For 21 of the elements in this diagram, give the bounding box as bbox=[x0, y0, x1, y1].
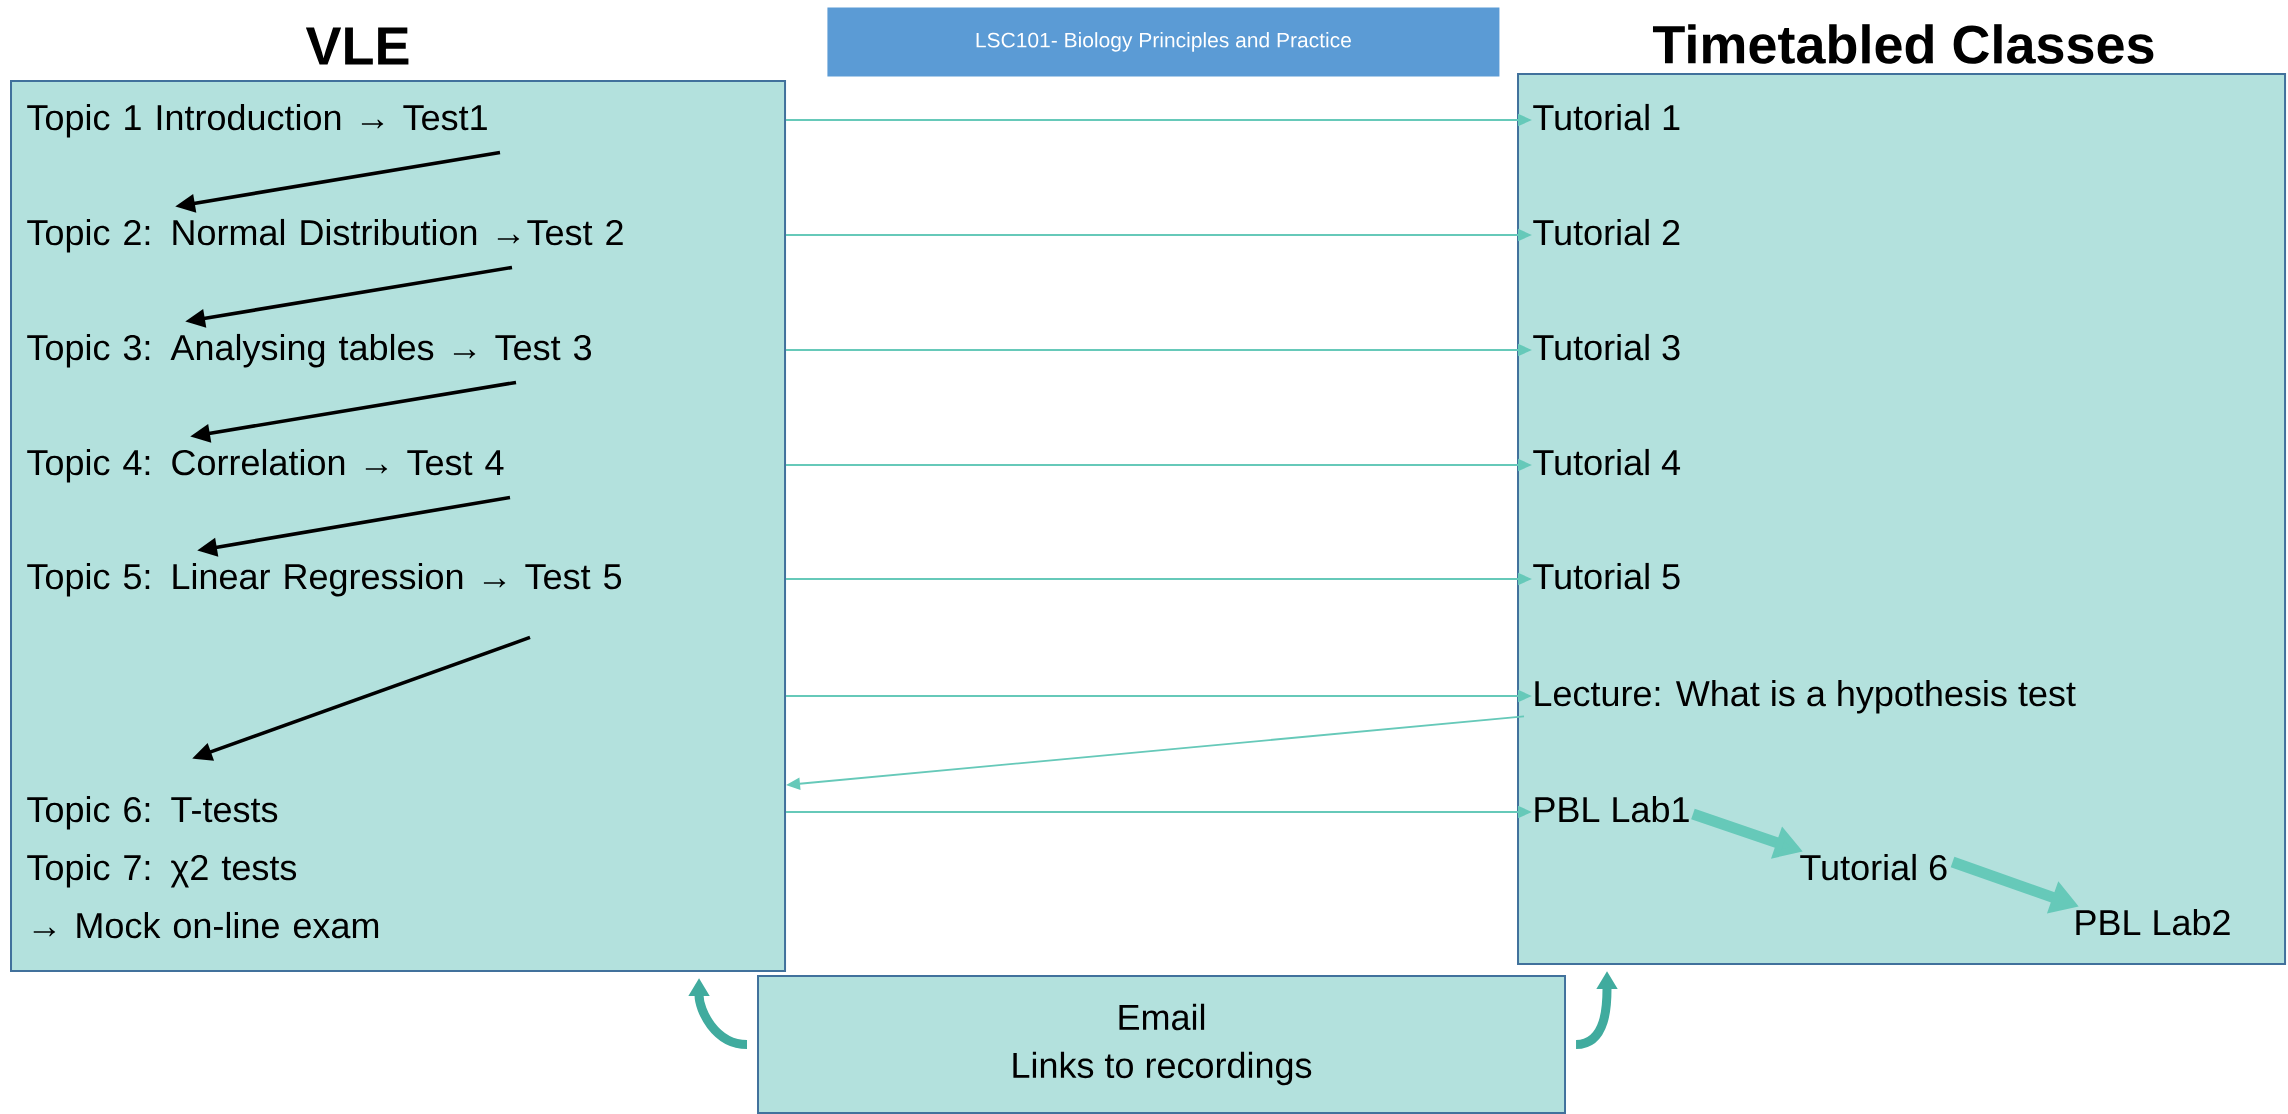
item-text: Tutorial 6 bbox=[1800, 853, 1947, 881]
item-text: Topic 5: Linear Regression → Test 5 bbox=[27, 562, 622, 597]
item-text: Tutorial 3 bbox=[1533, 333, 1680, 361]
item-text: Tutorial 1 bbox=[1533, 103, 1680, 131]
process-box: Email Links to recordings bbox=[757, 975, 1567, 1114]
item-text: Lecture: What is a hypothesis test bbox=[1535, 679, 2076, 714]
item-text: Tutorial 5 bbox=[1533, 562, 1680, 590]
item-text: Tutorial 4 bbox=[1533, 448, 1681, 476]
item-text: → Mock on-line exam bbox=[33, 911, 379, 939]
item-text: Topic 3: Analysing tables → Test 3 bbox=[27, 333, 591, 368]
panel-title: Timetabled Classes bbox=[1653, 24, 2154, 64]
item-text: Topic 2: Normal Distribution →Test 2 bbox=[27, 218, 623, 253]
item-text: Topic 1 Introduction → Test1 bbox=[27, 103, 487, 138]
panel-title: VLE bbox=[305, 27, 409, 65]
item-text: Topic 7: χ2 tests bbox=[27, 853, 297, 888]
item-text: PBL Lab1 bbox=[1535, 795, 1689, 823]
title-banner: LSC101- Biology Principles and Practice bbox=[827, 7, 1500, 77]
item-text: PBL Lab2 bbox=[2076, 908, 2230, 936]
item-text: Tutorial 2 bbox=[1533, 218, 1680, 246]
item-text: Topic 6: T-tests bbox=[27, 795, 278, 830]
item-text: Topic 4: Correlation → Test 4 bbox=[27, 448, 504, 483]
